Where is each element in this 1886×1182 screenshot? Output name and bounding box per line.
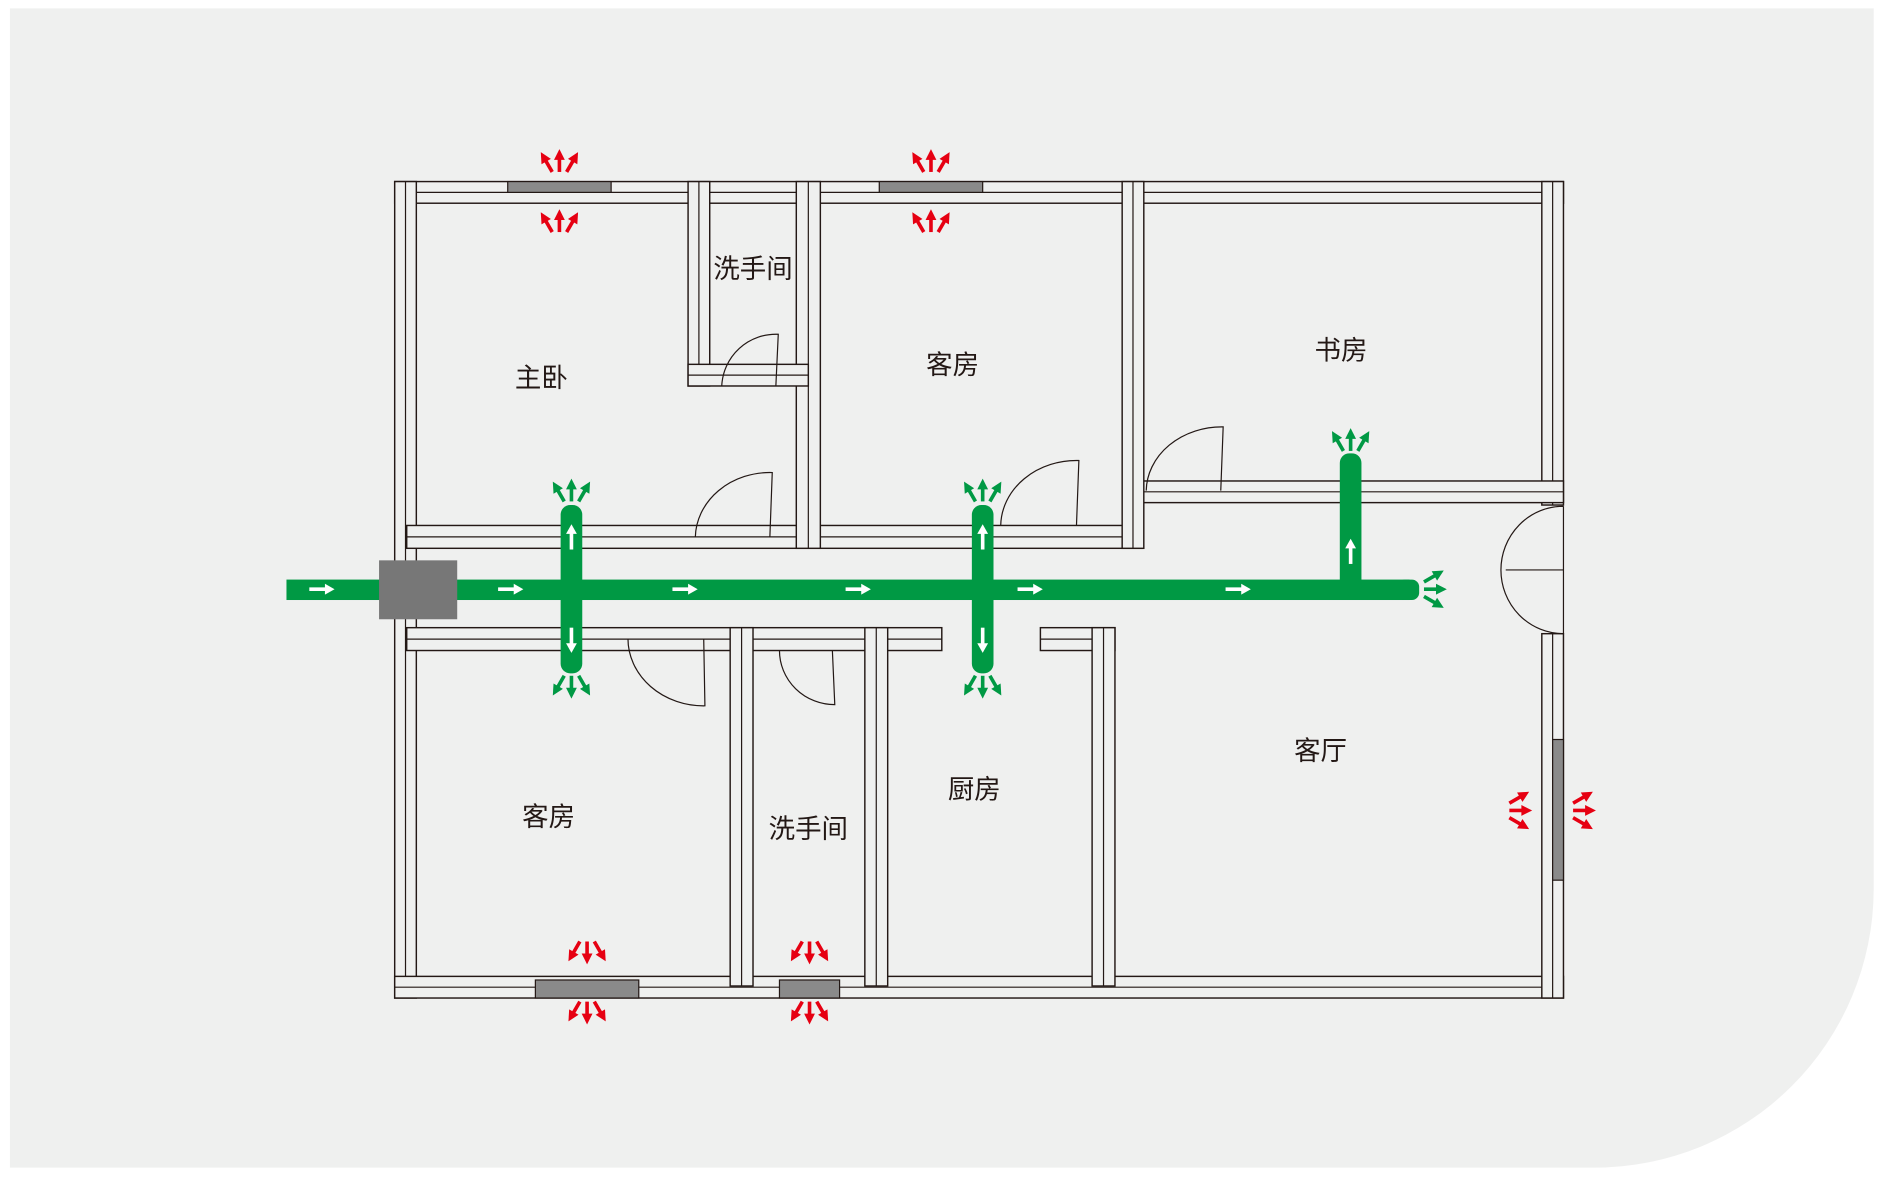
room-label-kitchen: 厨房 xyxy=(948,774,1001,805)
room-label-guest-room-1: 客房 xyxy=(926,350,979,381)
branch-duct-3 xyxy=(1339,453,1362,596)
room-labels: 主卧 洗手间 客房 书房 客房 洗手间 厨房 客厅 xyxy=(515,254,1368,845)
room-label-study: 书房 xyxy=(1315,336,1368,367)
entrance-double-door xyxy=(1500,505,1565,635)
door-bathroom-2 xyxy=(778,650,836,706)
room-label-bathroom-2: 洗手间 xyxy=(769,814,848,845)
doors xyxy=(627,333,1565,707)
room-label-bathroom-1: 洗手间 xyxy=(713,254,792,285)
door-master-bedroom xyxy=(694,471,773,538)
window xyxy=(534,979,640,999)
door-bathroom-1 xyxy=(721,333,779,387)
branch-duct-1 xyxy=(560,505,583,674)
window xyxy=(507,180,612,193)
window xyxy=(778,979,841,999)
windows xyxy=(507,180,1565,999)
ventilation-unit xyxy=(379,560,458,620)
door-guest-room-2 xyxy=(627,638,706,707)
main-duct-end xyxy=(1397,579,1420,601)
branch-duct-2 xyxy=(971,505,994,674)
room-label-living-room: 客厅 xyxy=(1294,736,1347,767)
room-label-master-bedroom: 主卧 xyxy=(515,363,568,394)
room-label-guest-room-2: 客房 xyxy=(522,802,575,833)
window xyxy=(878,180,984,193)
window xyxy=(1552,738,1565,881)
door-guest-room-1 xyxy=(1000,459,1080,526)
door-study xyxy=(1145,426,1224,491)
